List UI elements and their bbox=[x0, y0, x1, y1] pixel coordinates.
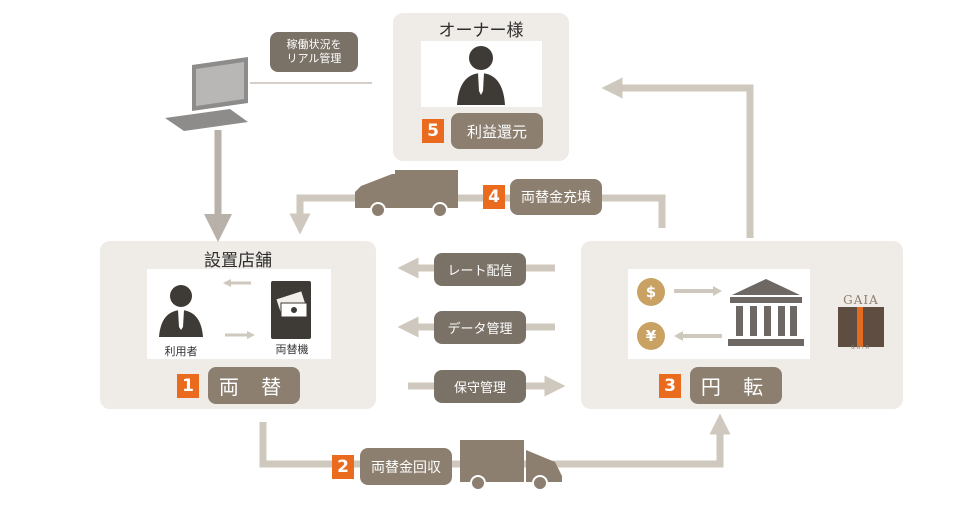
collection-step-label: 両替金回収 bbox=[360, 448, 452, 485]
dollar-coin-icon: $ bbox=[637, 278, 665, 306]
store-title: 設置店舗 bbox=[204, 251, 272, 271]
owner-step-label: 利益還元 bbox=[451, 113, 543, 149]
data-service-label: データ管理 bbox=[434, 311, 526, 344]
monitor-label-line1: 稼働状況を bbox=[286, 38, 342, 51]
gaia-logo: GAIA GAIA bbox=[838, 293, 884, 355]
yen-coin-icon: ¥ bbox=[637, 322, 665, 350]
user-caption: 利用者 bbox=[164, 345, 198, 358]
rate-service-label: レート配信 bbox=[434, 253, 526, 286]
store-step-number: 1 bbox=[177, 374, 199, 398]
refill-step-number: 4 bbox=[483, 185, 505, 209]
user-person-icon bbox=[159, 285, 203, 337]
owner-image-area bbox=[421, 41, 542, 107]
monitor-label-line2: リアル管理 bbox=[286, 52, 342, 65]
collection-step-number: 2 bbox=[332, 455, 354, 479]
refill-step-label: 両替金充填 bbox=[510, 179, 602, 215]
store-step-label: 両 替 bbox=[208, 367, 300, 404]
gaia-logo-subtext: GAIA bbox=[850, 345, 872, 351]
gaia-step-number: 3 bbox=[659, 374, 681, 398]
monitor-label: 稼働状況を リアル管理 bbox=[270, 32, 358, 72]
exchange-machine-icon bbox=[271, 281, 311, 339]
refill-arrow bbox=[289, 194, 666, 235]
profit-arrow bbox=[601, 77, 754, 238]
store-image-area bbox=[147, 269, 331, 359]
machine-caption: 両替機 bbox=[275, 343, 309, 356]
gaia-logo-text: GAIA bbox=[843, 293, 879, 307]
owner-person-icon bbox=[457, 46, 505, 105]
maintenance-service-label: 保守管理 bbox=[434, 370, 526, 403]
collection-truck-icon bbox=[460, 440, 562, 491]
gaia-step-label: 円 転 bbox=[690, 367, 782, 404]
computer-icon bbox=[165, 57, 248, 131]
owner-title: オーナー様 bbox=[438, 21, 524, 41]
refill-truck-icon bbox=[355, 170, 458, 218]
bank-icon bbox=[728, 279, 804, 346]
owner-step-number: 5 bbox=[422, 119, 444, 143]
